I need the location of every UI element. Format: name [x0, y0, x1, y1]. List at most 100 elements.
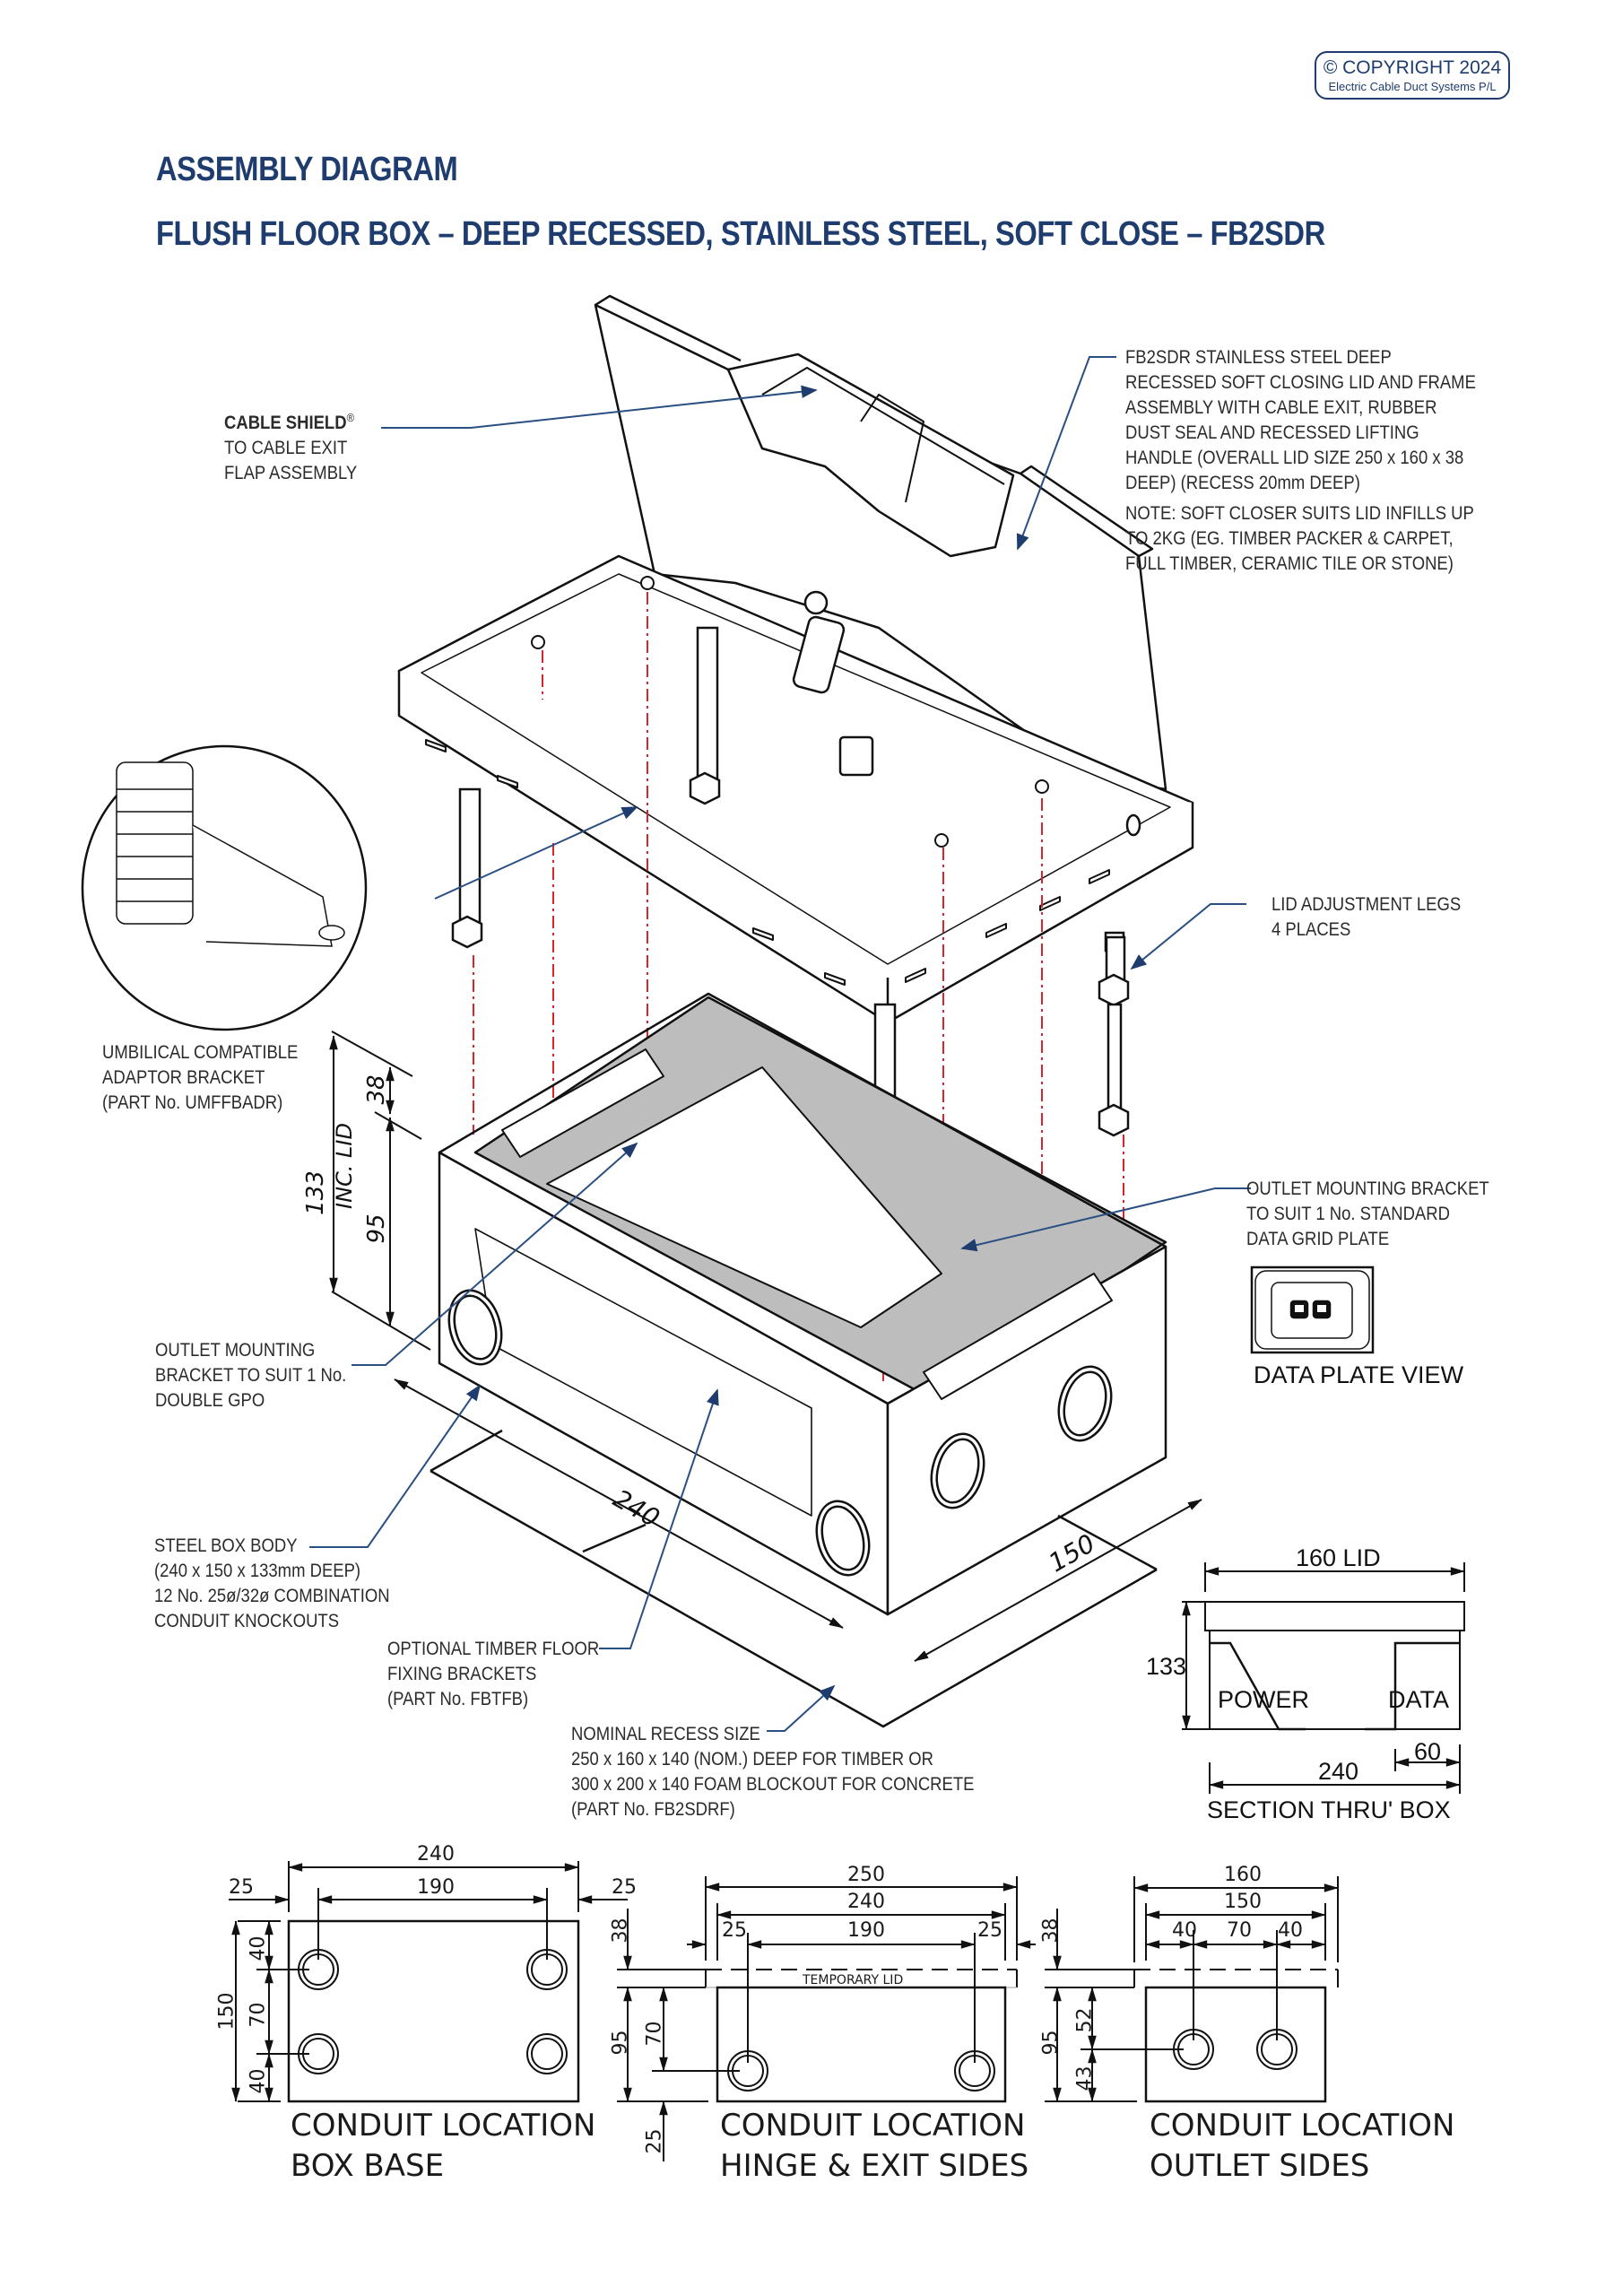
data-plate-drawing	[1250, 1265, 1375, 1354]
callout-line: OUTLET MOUNTING	[155, 1340, 316, 1361]
section-drawing	[1182, 1562, 1465, 1794]
callout-line: BRACKET TO SUIT 1 No.	[155, 1365, 347, 1386]
callout-line: RECESSED SOFT CLOSING LID AND FRAME	[1125, 372, 1476, 393]
callout-line: 300 x 200 x 140 FOAM BLOCKOUT FOR CONCRE…	[571, 1774, 975, 1795]
cv3-right: 40	[1278, 1919, 1303, 1942]
callout-line: FB2SDR STAINLESS STEEL DEEP	[1125, 347, 1392, 368]
cv2-box-h: 95	[609, 2030, 632, 2056]
callout-line: 12 No. 25ø/32ø COMBINATION	[154, 1586, 390, 1606]
callout-line: LID ADJUSTMENT LEGS	[1271, 894, 1462, 915]
dim-133: 133	[302, 1170, 329, 1215]
callout-line: TO CABLE EXIT	[224, 438, 348, 458]
callout-line: ADAPTOR BRACKET	[102, 1067, 265, 1088]
cv1-overall: 240	[417, 1843, 455, 1866]
callout-lid-assembly: FB2SDR STAINLESS STEEL DEEP RECESSED SOF…	[1125, 345, 1476, 577]
callout-data-bracket: OUTLET MOUNTING BRACKET TO SUIT 1 No. ST…	[1246, 1177, 1489, 1252]
callout-line: STEEL BOX BODY	[154, 1535, 298, 1556]
cv2-title: CONDUIT LOCATION	[720, 2108, 1026, 2144]
cv2-lid: 250	[847, 1864, 885, 1886]
callout-line: (PART No. FBTFB)	[387, 1689, 529, 1709]
callout-line: 4 PLACES	[1271, 919, 1351, 940]
cv3-lower: 43	[1073, 2066, 1097, 2092]
callout-line: ASSEMBLY WITH CABLE EXIT, RUBBER	[1125, 397, 1437, 418]
cv3-upper: 52	[1073, 2007, 1097, 2033]
cv1-left: 25	[229, 1876, 254, 1899]
dim-240: 240	[608, 1483, 664, 1533]
iso-dimension-lines	[329, 1031, 1202, 1662]
callout-line: DOUBLE GPO	[155, 1390, 265, 1411]
callout-steel-box: STEEL BOX BODY (240 x 150 x 133mm DEEP) …	[154, 1534, 390, 1634]
callout-cable-shield: CABLE SHIELD® TO CABLE EXIT FLAP ASSEMBL…	[224, 405, 357, 486]
data-socket-icons	[1289, 1300, 1332, 1319]
page-subtitle: FLUSH FLOOR BOX – DEEP RECESSED, STAINLE…	[156, 215, 1325, 253]
section-label: SECTION THRU' BOX	[1207, 1796, 1451, 1823]
callout-line: UMBILICAL COMPATIBLE	[102, 1042, 299, 1063]
section-data-width: 60	[1414, 1738, 1442, 1765]
callout-line: OUTLET MOUNTING BRACKET	[1246, 1178, 1489, 1199]
cv2-hole-h: 70	[643, 2021, 666, 2047]
callout-line: TO SUIT 1 No. STANDARD	[1246, 1204, 1450, 1224]
dim-inc-lid: INC. LID	[332, 1123, 357, 1209]
conduit-view-outlet-sides	[1045, 1876, 1339, 2103]
lid-frame-assembly	[397, 294, 1194, 1024]
section-lid-width: 160 LID	[1296, 1544, 1381, 1571]
cv2-left: 25	[722, 1919, 747, 1942]
copyright-line: © COPYRIGHT 2024	[1323, 57, 1502, 78]
page-title: ASSEMBLY DIAGRAM	[156, 151, 458, 188]
cv1-middle: 190	[417, 1876, 455, 1899]
section-data-label: DATA	[1388, 1686, 1450, 1713]
leader-lines	[309, 356, 1251, 1732]
screws	[531, 576, 1049, 848]
note-line: TO 2KG (EG. TIMBER PACKER & CARPET,	[1125, 528, 1454, 549]
cv3-left: 40	[1172, 1919, 1197, 1942]
cv2-overall: 240	[847, 1891, 885, 1913]
callout-line: DUST SEAL AND RECESSED LIFTING	[1125, 422, 1419, 443]
cv3-lid-h: 38	[1039, 1918, 1063, 1944]
cv2-subtitle: HINGE & EXIT SIDES	[720, 2148, 1029, 2184]
callout-recess: NOMINAL RECESS SIZE 250 x 160 x 140 (NOM…	[571, 1722, 974, 1822]
cable-shield-title: CABLE SHIELD	[224, 413, 347, 433]
callout-line: DATA GRID PLATE	[1246, 1229, 1390, 1249]
cv1-title: CONDUIT LOCATION	[291, 2108, 596, 2144]
callout-line: DEEP) (RECESS 20mm DEEP)	[1125, 473, 1360, 493]
company-name: Electric Cable Duct Systems P/L	[1328, 80, 1497, 93]
cv2-temp-lid: TEMPORARY LID	[803, 1973, 904, 1987]
note-line: NOTE: SOFT CLOSER SUITS LID INFILLS UP	[1125, 503, 1474, 524]
cable-shield-flap	[726, 352, 1015, 558]
callout-timber-brackets: OPTIONAL TIMBER FLOOR FIXING BRACKETS (P…	[387, 1637, 599, 1712]
cv3-title: CONDUIT LOCATION	[1150, 2108, 1455, 2144]
cv2-middle: 190	[847, 1919, 885, 1942]
conduit-view-hinge-exit	[617, 1876, 1036, 2161]
cv2-lid-h: 38	[609, 1918, 632, 1944]
callout-line: CONDUIT KNOCKOUTS	[154, 1611, 340, 1631]
cv2-below: 25	[643, 2128, 666, 2154]
dim-95: 95	[363, 1213, 390, 1243]
dim-150: 150	[1044, 1528, 1100, 1578]
cv3-lid: 160	[1224, 1864, 1262, 1886]
callout-line: (PART No. UMFFBADR)	[102, 1092, 283, 1113]
note-line: FULL TIMBER, CERAMIC TILE OR STONE)	[1125, 553, 1454, 574]
cv1-subtitle: BOX BASE	[291, 2148, 445, 2184]
cv2-right: 25	[977, 1919, 1002, 1942]
cv1-height: 150	[215, 1992, 239, 2031]
cv3-middle: 70	[1227, 1919, 1252, 1942]
cv3-box-h: 95	[1039, 2030, 1063, 2056]
callout-line: HANDLE (OVERALL LID SIZE 250 x 160 x 38	[1125, 448, 1464, 468]
cv1-bottom: 40	[247, 2068, 270, 2094]
callout-line: (PART No. FB2SDRF)	[571, 1799, 735, 1820]
registered-mark: ®	[346, 411, 355, 424]
cv3-overall: 150	[1224, 1891, 1262, 1913]
cv3-subtitle: OUTLET SIDES	[1150, 2148, 1370, 2184]
data-plate-label: DATA PLATE VIEW	[1254, 1361, 1464, 1388]
cv1-mid: 70	[247, 2002, 270, 2028]
steel-box-body	[438, 992, 1167, 1616]
callout-line: FLAP ASSEMBLY	[224, 463, 358, 483]
callout-line: FIXING BRACKETS	[387, 1664, 537, 1684]
cv1-top: 40	[247, 1935, 270, 1961]
section-power-label: POWER	[1218, 1686, 1310, 1713]
conduit-view-box-base	[229, 1861, 628, 2103]
callout-umbilical: UMBILICAL COMPATIBLE ADAPTOR BRACKET (PA…	[102, 1040, 298, 1116]
dim-38: 38	[363, 1074, 390, 1104]
callout-line: OPTIONAL TIMBER FLOOR	[387, 1639, 600, 1659]
